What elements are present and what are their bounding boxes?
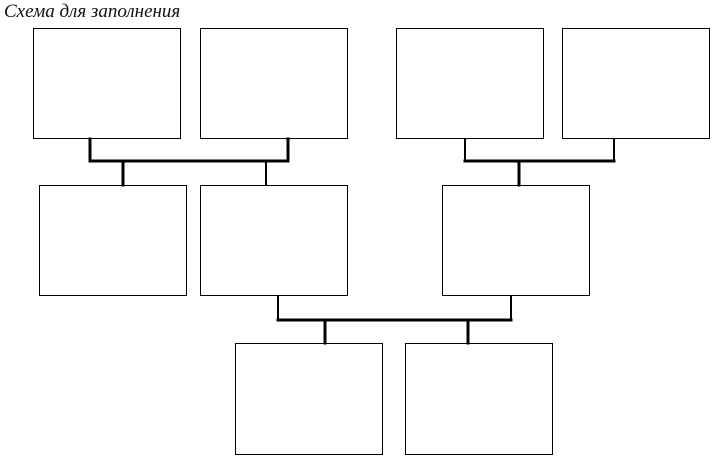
family-box-g2-1[interactable]	[39, 185, 187, 296]
family-box-g3-2[interactable]	[405, 343, 553, 455]
diagram-title: Схема для заполнения	[4, 1, 181, 22]
family-box-g1-3[interactable]	[396, 28, 544, 139]
family-box-g1-2[interactable]	[200, 28, 348, 139]
family-box-g2-2[interactable]	[200, 185, 348, 296]
family-box-g1-4[interactable]	[562, 28, 710, 139]
family-box-g1-1[interactable]	[33, 28, 181, 139]
family-box-g3-1[interactable]	[235, 343, 383, 455]
family-box-g2-3[interactable]	[442, 185, 590, 296]
